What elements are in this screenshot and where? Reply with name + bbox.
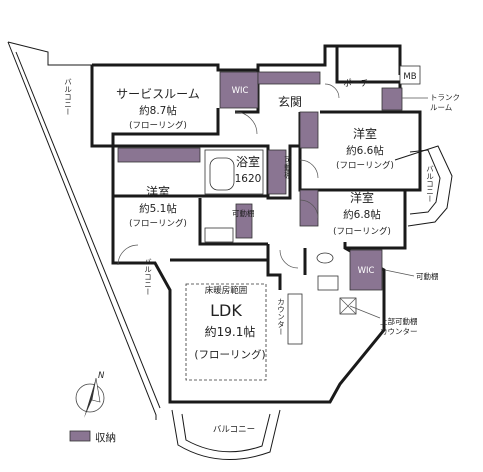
bath-size: 1620 — [235, 173, 262, 185]
western1-name: 洋室 — [353, 126, 377, 141]
movable-shelf-label-1: 可動棚 — [232, 208, 255, 218]
movable-shelf-label-3: 可動棚 — [416, 271, 439, 281]
shoe-storage — [257, 71, 321, 85]
mb-label: MB — [403, 72, 416, 82]
trunk-room-label-2: ルーム — [430, 103, 452, 112]
stove-icon — [317, 275, 339, 291]
service-room-size: 約8.7帖 — [139, 104, 177, 117]
washbasin-icon — [204, 227, 234, 243]
balcony-rails — [7, 41, 453, 461]
western3-name: 洋室 — [146, 184, 170, 199]
movable-shelf-storage — [235, 203, 253, 239]
north-label: N — [98, 371, 105, 381]
floor-heating-area — [185, 283, 267, 381]
wic-label-bottom: WIC — [358, 266, 375, 276]
counter-label: カウンター — [277, 298, 286, 336]
bathtub-icon — [209, 157, 235, 191]
wic-label-top: WIC — [232, 86, 249, 96]
western2-floor: (フローリング) — [333, 226, 391, 237]
ldk-name: LDK — [210, 301, 242, 320]
mb-box — [399, 65, 421, 85]
movable-shelf-label-2: 可動棚 — [283, 156, 292, 180]
closet-western3 — [117, 147, 201, 163]
bath-name: 浴室 — [236, 154, 260, 169]
balcony-labels: バルコニー バルコニー バルコニー バルコニー — [63, 78, 434, 435]
balcony-south: バルコニー — [213, 425, 255, 435]
porch-label: ポーチ — [343, 79, 369, 89]
upper-shelf-label-1: 上部可動棚 — [380, 316, 418, 326]
ldk-floor: (フローリング) — [194, 348, 265, 361]
balcony-east: バルコニー — [425, 165, 434, 203]
room-labels: サービスルーム 約8.7帖 (フローリング) 洋室 約6.6帖 (フローリング)… — [116, 87, 394, 361]
closet-western1 — [299, 111, 319, 149]
wic-storage-top — [219, 71, 259, 109]
western3-floor: (フローリング) — [129, 218, 187, 229]
kitchen-counter — [287, 293, 303, 345]
western2-name: 洋室 — [350, 190, 374, 205]
entrance-name: 玄関 — [278, 94, 302, 109]
legend-label: 収納 — [95, 431, 116, 444]
western2-size: 約6.8帖 — [343, 208, 381, 221]
ldk-heating-label: 床暖房範囲 — [205, 285, 248, 296]
north-compass-icon: N — [75, 371, 105, 418]
trunk-room-storage — [381, 87, 403, 111]
trunk-room-label-1: トランク — [430, 93, 460, 102]
balcony-west-top: バルコニー — [63, 78, 72, 116]
western1-size: 約6.6帖 — [346, 144, 384, 157]
fixtures — [204, 149, 357, 345]
toilet-icon — [316, 252, 334, 264]
western1-floor: (フローリング) — [336, 160, 394, 171]
corridor-shelf-storage — [267, 149, 287, 195]
misc-labels: WIC WIC ポーチ MB トランク ルーム 可動棚 可動棚 可動棚 カウンタ… — [232, 65, 460, 336]
closet-western2 — [299, 189, 319, 227]
upper-shelf-label-2: カウンター — [380, 327, 418, 336]
ldk-size: 約19.1帖 — [205, 324, 256, 339]
balcony-west-mid: バルコニー — [143, 258, 152, 296]
service-room-name: サービスルーム — [116, 87, 200, 101]
legend: 収納 — [69, 430, 116, 444]
legend-swatch — [69, 430, 91, 442]
door-swings — [117, 83, 340, 269]
storage-areas — [117, 71, 403, 291]
wic-storage-bottom — [349, 249, 383, 291]
western3-size: 約5.1帖 — [139, 202, 177, 215]
service-room-floor: (フローリング) — [129, 120, 187, 131]
